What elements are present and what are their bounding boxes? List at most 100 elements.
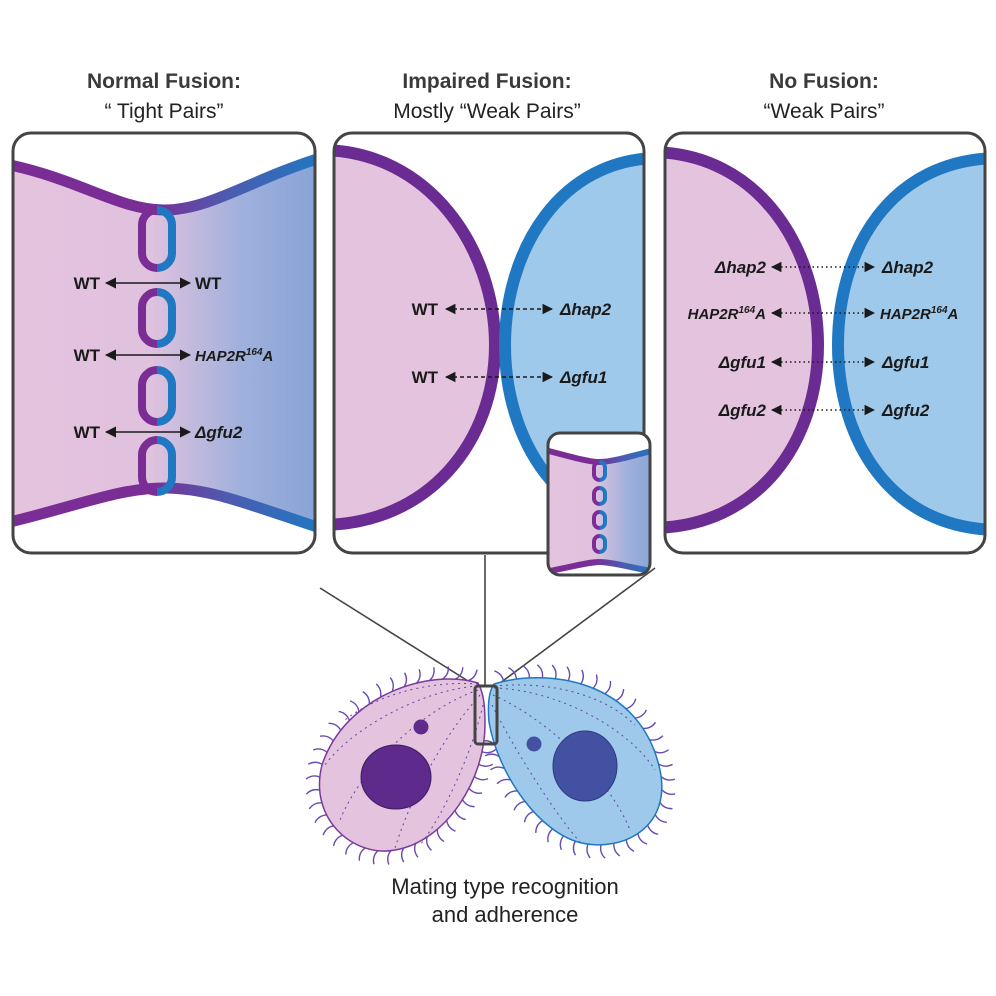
cilium [413, 843, 419, 858]
pair-left-label: Δhap2 [714, 258, 767, 277]
panel-impaired-fusion: WT Δhap2 WT Δgfu1 [332, 131, 652, 577]
panel-2-subtitle: Mostly “Weak Pairs” [393, 100, 580, 123]
cilium [332, 834, 343, 847]
cilium [478, 763, 494, 767]
pair-right-label: Δgfu1 [559, 368, 607, 387]
cilium [436, 829, 445, 843]
panel-1-subtitle-text: “ Tight Pairs” [104, 100, 223, 123]
panel-normal-fusion: WT WT WT HAP2R164A WT Δgfu2 [11, 131, 317, 555]
cilium [634, 709, 648, 719]
pair-left-label: WT [74, 274, 101, 293]
cilium [523, 810, 534, 823]
cilium [642, 721, 657, 730]
cilium [387, 850, 392, 865]
cilium [428, 667, 435, 682]
cilium [389, 677, 394, 692]
cilium [362, 691, 371, 704]
cilium [659, 802, 673, 810]
cilium [322, 825, 334, 836]
panel-1-pairs: WT WT WT HAP2R164A WT Δgfu2 [74, 274, 274, 442]
cilium [604, 680, 612, 695]
cilium [654, 749, 669, 754]
cilium [338, 710, 351, 721]
cilium [647, 824, 659, 836]
cilium [572, 840, 577, 856]
inset-partial-fusion [546, 431, 652, 577]
pair-right-label: Δgfu2 [881, 401, 930, 420]
pair-left-label: WT [412, 300, 439, 319]
cilium [559, 835, 565, 851]
pair-left-label: Δgfu1 [718, 353, 766, 372]
inset-frame [546, 431, 652, 577]
cilium [494, 670, 505, 682]
cilium [425, 836, 432, 851]
pair-right-label: Δgfu1 [881, 353, 929, 372]
blue-cell-membrane [831, 151, 985, 537]
panel-3-title: No Fusion: [769, 70, 879, 93]
blue-micronucleus [526, 736, 542, 752]
cilium [403, 672, 408, 688]
cilium [490, 766, 505, 771]
cilium [468, 669, 478, 682]
cilium [496, 778, 511, 785]
cilium [305, 775, 321, 780]
cilium [349, 700, 360, 712]
cilium [481, 748, 497, 754]
pink-micronucleus [413, 719, 429, 735]
pair-right-label: Δgfu2 [194, 423, 243, 442]
caption-line-2: and adherence [432, 902, 579, 927]
pair-right-label: HAP2R164A [880, 305, 958, 323]
cilium [660, 776, 676, 781]
cilium [625, 698, 637, 710]
pair-right-label: HAP2R164A [195, 347, 273, 365]
cilium [416, 669, 421, 684]
pink-cell-membrane [665, 145, 825, 535]
pair-right-label: Δhap2 [559, 300, 612, 319]
pair-left-label: WT [74, 423, 101, 442]
cilium [536, 664, 544, 678]
cilium [454, 810, 466, 821]
cilium [508, 667, 518, 680]
cilium [592, 674, 598, 689]
pair-right-label: Δhap2 [881, 258, 934, 277]
cilium [400, 847, 405, 863]
cilium [314, 814, 327, 823]
pink-cell-membrane [334, 143, 502, 532]
pair-left-label: WT [412, 368, 439, 387]
cilium [345, 842, 354, 855]
panel-2-frame [332, 131, 646, 555]
cilium [504, 790, 518, 798]
pair-right-label: WT [195, 274, 222, 293]
cilium [661, 789, 676, 796]
cilium [445, 820, 456, 832]
cilium [484, 753, 500, 758]
cilium [372, 850, 379, 865]
panel-no-fusion: Δhap2 Δhap2 HAP2R164A HAP2R164A Δgfu1 Δg… [663, 131, 987, 555]
cilium [547, 828, 554, 843]
cilium [522, 665, 531, 678]
contact-zone-box [473, 684, 499, 746]
cilium [375, 683, 382, 698]
cilium [566, 666, 571, 682]
cilium [313, 748, 328, 753]
cilium [658, 763, 673, 767]
cilium [613, 843, 621, 857]
cilium [305, 788, 320, 795]
dotted-arrows [770, 261, 876, 416]
cilium [358, 847, 366, 861]
mating-cells [305, 664, 676, 865]
caption-line-1: Mating type recognition [391, 874, 618, 899]
cilium [637, 833, 648, 845]
pair-left-label: HAP2R164A [688, 305, 766, 323]
cilium [599, 844, 606, 859]
cilium [307, 761, 323, 765]
panel-1-title: Normal Fusion: [87, 70, 241, 93]
pair-left-label: Δgfu2 [718, 401, 767, 420]
cilium [615, 688, 625, 702]
cilium [625, 839, 635, 852]
cilium [461, 799, 475, 808]
panel-titles: Normal Fusion: “ Tight Pairs” [87, 70, 241, 93]
cilium [319, 735, 334, 742]
cilium [328, 722, 342, 731]
